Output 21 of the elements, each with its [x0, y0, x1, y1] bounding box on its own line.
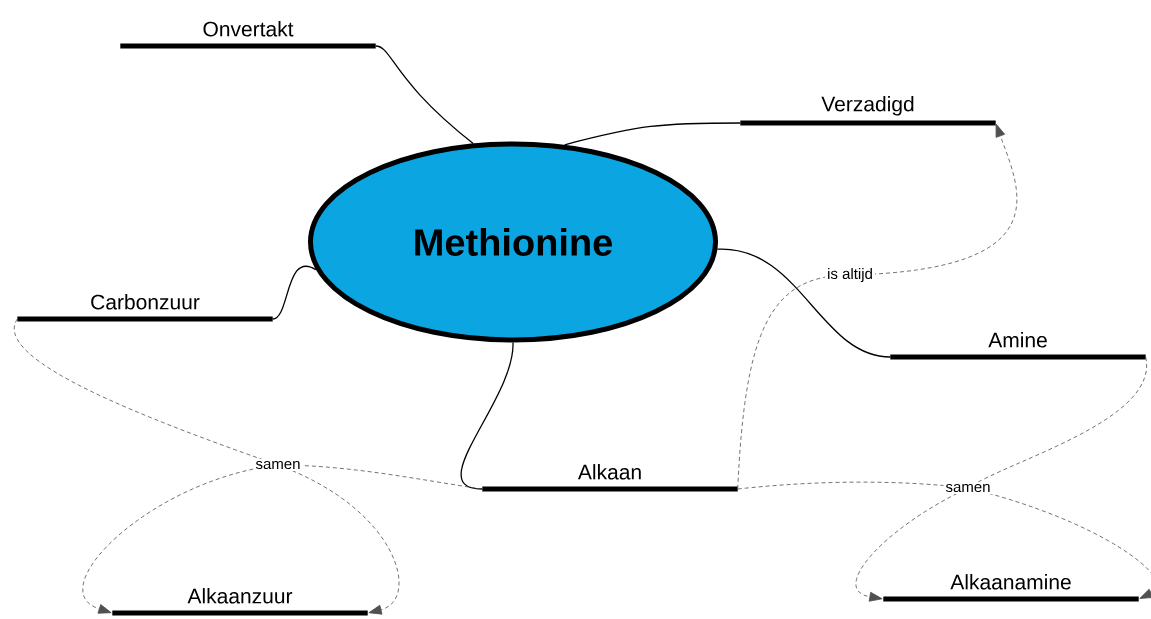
underlined-label: Alkaan: [482, 464, 738, 492]
underlined-label: Onvertakt: [120, 21, 376, 49]
connector: [375, 45, 474, 145]
connector: [855, 356, 1147, 602]
connector: [564, 122, 741, 146]
connector: [272, 265, 317, 320]
connector: [737, 481, 1151, 599]
underlined-label: Amine: [890, 332, 1146, 360]
underlined-label: Carbonzuur: [17, 294, 273, 322]
underlined-label: Alkaanzuur: [112, 588, 368, 616]
edge-label: samen: [253, 458, 303, 472]
underlined-label: Alkaanamine: [883, 574, 1139, 602]
underlined-label: Verzadigd: [740, 96, 996, 126]
ellipse-node: Methionine: [308, 141, 718, 343]
connector: [716, 248, 891, 358]
connector: [460, 341, 514, 490]
connector: [13, 318, 400, 615]
connector: [737, 123, 1018, 490]
edge-label: is altijd: [825, 266, 875, 284]
connector: [82, 464, 483, 614]
edge-label: samen: [943, 481, 993, 495]
